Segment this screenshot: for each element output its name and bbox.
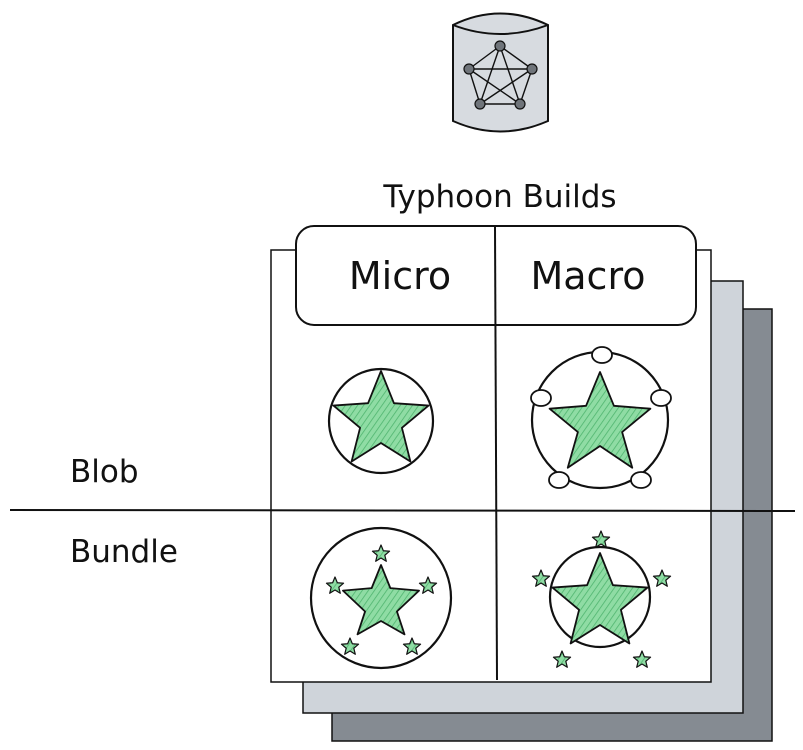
row-divider (9, 509, 796, 512)
micro-blob-star-icon (332, 370, 430, 463)
column-label-micro: Micro (349, 254, 451, 298)
micro-bundle-star-icon (342, 564, 420, 636)
row-label-blob: Blob (70, 454, 139, 490)
cell-macro-blob (530, 346, 672, 490)
macro-bundle-circle (548, 545, 652, 649)
micro-blob-circle (327, 367, 435, 475)
column-label-macro: Macro (530, 254, 645, 298)
macro-blob-star-icon (548, 371, 652, 469)
macro-blob-satellite-nodes (530, 346, 672, 489)
micro-bundle-small-stars (325, 544, 438, 655)
cell-micro-bundle (309, 526, 453, 670)
diagram-title: Typhoon Builds (382, 179, 616, 215)
macro-bundle-small-stars (531, 530, 672, 668)
cell-macro-bundle (531, 530, 672, 668)
cell-micro-blob (327, 367, 435, 475)
column-divider (494, 226, 498, 681)
row-label-bundle: Bundle (70, 534, 178, 570)
macro-bundle-star-icon (551, 552, 649, 645)
micro-bundle-circle (309, 526, 453, 670)
graph-database-icon (452, 12, 549, 133)
